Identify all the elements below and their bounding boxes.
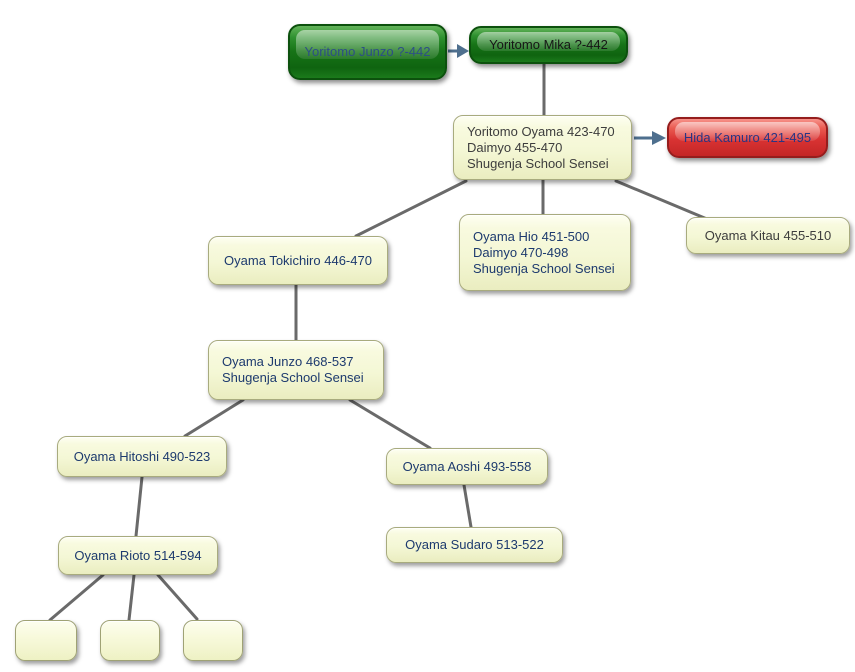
node-label-line2: Daimyo 470-498: [473, 244, 569, 260]
node-empty-child-1[interactable]: [15, 620, 77, 661]
node-oyama-rioto[interactable]: Oyama Rioto 514-594: [58, 536, 218, 575]
node-oyama-sudaro[interactable]: Oyama Sudaro 513-522: [386, 527, 563, 563]
node-label: Oyama Tokichiro 446-470: [224, 252, 372, 268]
edge-junzo-hitoshi: [183, 398, 245, 438]
node-oyama-hio[interactable]: Oyama Hio 451-500 Daimyo 470-498 Shugenj…: [459, 214, 631, 291]
node-empty-child-3[interactable]: [183, 620, 243, 661]
node-oyama-tokichiro[interactable]: Oyama Tokichiro 446-470: [208, 236, 388, 285]
node-label: Oyama Kitau 455-510: [704, 227, 832, 243]
node-label: Yoritomo Mika ?-442: [489, 37, 608, 52]
node-oyama-kitau[interactable]: Oyama Kitau 455-510: [686, 217, 850, 254]
arrow-oyama-hida-head: [652, 131, 666, 145]
edge-rioto-child3: [156, 573, 199, 621]
parent-child-lines: [48, 62, 709, 622]
node-oyama-aoshi[interactable]: Oyama Aoshi 493-558: [386, 448, 548, 485]
node-label-line1: Oyama Junzo 468-537: [222, 354, 354, 369]
edge-junzo-aoshi: [348, 398, 432, 450]
node-label-line3: Shugenja School Sensei: [473, 260, 615, 276]
node-oyama-junzo[interactable]: Oyama Junzo 468-537 Shugenja School Sens…: [208, 340, 384, 400]
arrow-junzo-mika-head: [457, 44, 469, 58]
node-hida-kamuro[interactable]: Hida Kamuro 421-495: [667, 117, 828, 158]
spouse-arrows: [448, 44, 666, 145]
edge-aoshi-sudaro: [462, 483, 473, 529]
node-label: Oyama Sudaro 513-522: [405, 537, 544, 552]
node-label: Oyama Aoshi 493-558: [402, 458, 532, 474]
edge-rioto-child1: [48, 573, 105, 622]
node-yoritomo-mika[interactable]: Yoritomo Mika ?-442: [469, 26, 628, 64]
node-yoritomo-oyama[interactable]: Yoritomo Oyama 423-470 Daimyo 455-470 Sh…: [453, 115, 632, 180]
node-label-line2: Shugenja School Sensei: [222, 370, 364, 385]
node-empty-child-2[interactable]: [100, 620, 160, 661]
node-yoritomo-junzo[interactable]: Yoritomo Junzo ?-442: [288, 24, 447, 80]
node-label-line1: Yoritomo Oyama 423-470: [467, 123, 615, 139]
node-label: Yoritomo Junzo ?-442: [304, 44, 431, 59]
node-label-line2: Daimyo 455-470: [467, 139, 563, 155]
edge-rioto-child2: [127, 573, 136, 622]
node-label: Oyama Hitoshi 490-523: [73, 448, 211, 464]
node-oyama-hitoshi[interactable]: Oyama Hitoshi 490-523: [57, 436, 227, 477]
node-label-line1: Oyama Hio 451-500: [473, 228, 590, 244]
edge-oyama-kitau: [614, 179, 709, 221]
edge-oyama-tokichiro: [354, 179, 468, 238]
edge-hitoshi-rioto: [134, 475, 144, 538]
node-label: Hida Kamuro 421-495: [683, 129, 812, 145]
node-label-line3: Shugenja School Sensei: [467, 155, 609, 171]
node-label: Oyama Rioto 514-594: [74, 547, 202, 563]
